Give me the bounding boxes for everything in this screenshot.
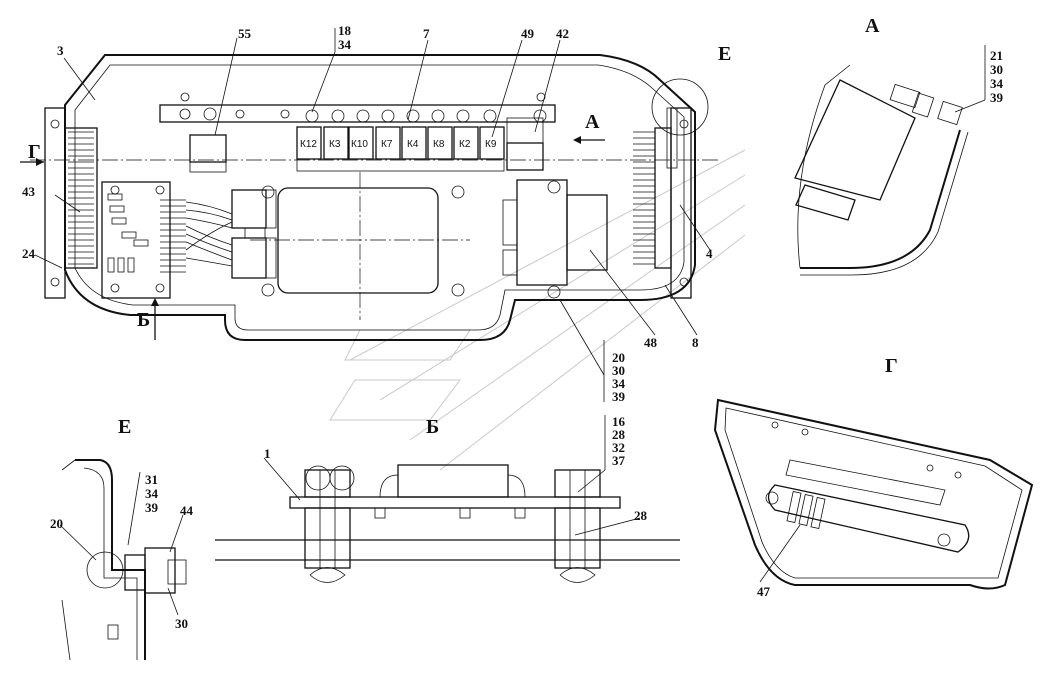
arrow-a bbox=[573, 136, 605, 144]
callout-43: 43 bbox=[22, 184, 36, 199]
central-block bbox=[261, 185, 465, 297]
relay-module-55 bbox=[189, 134, 227, 173]
relay-k8-label: К8 bbox=[433, 139, 445, 150]
callout-8: 8 bbox=[692, 335, 699, 350]
callout-39: 39 bbox=[612, 389, 626, 404]
view-e-callout-20: 20 bbox=[50, 516, 63, 531]
view-a-callout-39: 39 bbox=[990, 90, 1004, 105]
callout-24: 24 bbox=[22, 246, 36, 261]
arrow-g bbox=[20, 158, 44, 166]
callout-55: 55 bbox=[238, 26, 252, 41]
background-watermark-strokes bbox=[329, 149, 746, 471]
view-b-callout-16: 16 bbox=[612, 414, 626, 429]
view-label-b: Б bbox=[426, 416, 439, 438]
callout-18: 18 bbox=[338, 23, 352, 38]
circuit-board bbox=[101, 181, 186, 299]
view-e-callout-34: 34 bbox=[145, 486, 159, 501]
relay-k2-label: К2 bbox=[459, 139, 471, 150]
relay-k9-label: К9 bbox=[485, 139, 497, 150]
view-label-e: Е bbox=[118, 416, 131, 438]
left-connector-block bbox=[44, 107, 98, 299]
callout-34b: 34 bbox=[612, 376, 626, 391]
view-b-detail: 1 28 16 28 32 37 bbox=[215, 414, 680, 583]
relay-k4-label: К4 bbox=[407, 139, 419, 150]
callout-48: 48 bbox=[644, 335, 658, 350]
callout-7: 7 bbox=[423, 26, 430, 41]
relay-k12-label: К12 bbox=[300, 139, 317, 150]
arrow-label-b: Б bbox=[137, 309, 150, 331]
rail-screws bbox=[179, 107, 547, 123]
view-b-callout-28: 28 bbox=[634, 508, 648, 523]
view-a-detail: 21 30 34 39 bbox=[794, 45, 1004, 276]
detail-marker-e bbox=[651, 78, 709, 169]
arrow-label-a: А bbox=[585, 111, 600, 133]
right-connector-block bbox=[633, 107, 692, 299]
view-g-detail: 47 bbox=[713, 398, 1034, 599]
relay-k7-label: К7 bbox=[381, 139, 393, 150]
relay-k10-label: К10 bbox=[351, 139, 368, 150]
view-e-callout-31: 31 bbox=[145, 472, 158, 487]
view-e-callout-39: 39 bbox=[145, 500, 159, 515]
callout-34: 34 bbox=[338, 37, 352, 52]
arrow-label-g: Г bbox=[28, 141, 41, 163]
wire-harness bbox=[185, 189, 277, 279]
callout-49: 49 bbox=[521, 26, 535, 41]
arrow-b bbox=[151, 298, 159, 340]
callout-42: 42 bbox=[556, 26, 569, 41]
view-b-callout-28b: 28 bbox=[612, 427, 626, 442]
main-leader-lines bbox=[34, 28, 711, 402]
view-e-callout-44: 44 bbox=[180, 503, 194, 518]
relay-rail bbox=[159, 92, 556, 123]
callout-30: 30 bbox=[612, 363, 625, 378]
view-a-callout-30: 30 bbox=[990, 62, 1003, 77]
view-e-detail: 31 34 39 20 44 30 bbox=[50, 459, 194, 661]
view-a-callout-21: 21 bbox=[990, 48, 1003, 63]
view-a-callout-34: 34 bbox=[990, 76, 1004, 91]
view-b-callout-32: 32 bbox=[612, 440, 625, 455]
relay-module-49 bbox=[506, 117, 544, 171]
relay-k3-label: К3 bbox=[329, 139, 341, 150]
main-callouts: 3 55 18 34 7 49 42 43 24 4 48 8 20 30 34… bbox=[22, 23, 713, 404]
view-labels: А Е А Г Б Г Е Б bbox=[28, 15, 898, 438]
view-b-callout-1: 1 bbox=[264, 446, 271, 461]
view-g-callout-47: 47 bbox=[757, 584, 771, 599]
view-label-g: Г bbox=[885, 355, 898, 377]
view-b-callout-37: 37 bbox=[612, 453, 626, 468]
main-view-housing bbox=[30, 54, 720, 341]
callout-20: 20 bbox=[612, 350, 625, 365]
relay-row: К12 К3 К10 К7 К4 К8 К2 К9 bbox=[296, 126, 505, 172]
callout-3: 3 bbox=[57, 43, 64, 58]
view-label-e-marker: Е bbox=[718, 43, 731, 65]
view-e-callout-30: 30 bbox=[175, 616, 188, 631]
component-48 bbox=[502, 179, 608, 299]
view-label-a: А bbox=[865, 15, 880, 37]
callout-4: 4 bbox=[706, 246, 713, 261]
